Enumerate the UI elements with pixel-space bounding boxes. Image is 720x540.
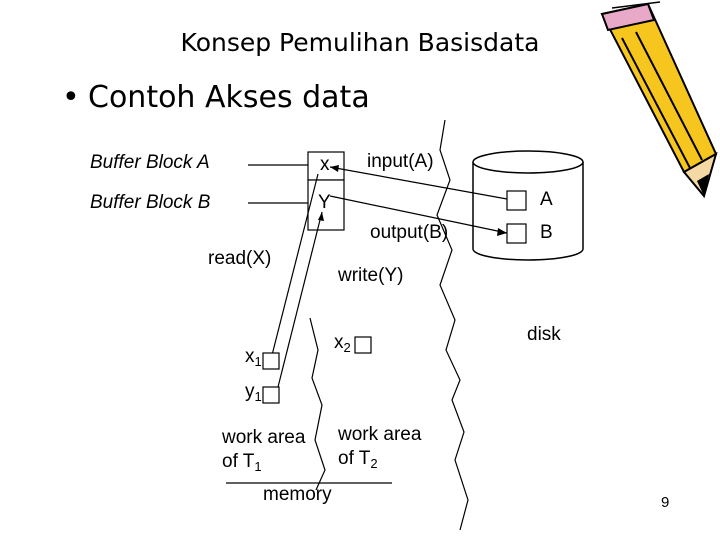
x1-label: x1 (245, 346, 262, 368)
work-area-t2-line2: of T2 (338, 447, 421, 471)
bullet-text: Contoh Akses data (88, 80, 370, 115)
x2-sub: 2 (343, 340, 351, 355)
x2-box (354, 336, 372, 354)
read-arrow (269, 173, 319, 364)
disk-block-b (506, 223, 527, 244)
buffer-block-b-label: Buffer Block B (90, 192, 211, 213)
output-arrow (329, 195, 508, 234)
buffer-cell-b-value: Y (318, 192, 331, 213)
slide-title: Konsep Pemulihan Basisdata (180, 28, 540, 57)
y1-box (262, 386, 280, 404)
disk-memory-separator (436, 119, 469, 531)
read-label: read(X) (208, 248, 272, 269)
disk-label: disk (527, 324, 561, 345)
work-area-t1-line1: work area (222, 427, 306, 448)
y1-label: y1 (245, 381, 262, 403)
buffer-block-a-label: Buffer Block A (90, 152, 210, 173)
bullet-dot: • (62, 80, 80, 115)
work-area-t1: work area of T1 (222, 426, 305, 474)
x1-var: x (245, 346, 255, 367)
write-arrow (275, 211, 323, 396)
disk-block-b-label: B (540, 222, 553, 243)
work-area-t1-line2: of T1 (222, 450, 305, 474)
work-area-separator (309, 317, 326, 491)
input-arrow (329, 166, 508, 200)
page-number: 9 (661, 494, 670, 511)
buffer-cell-a-value: x (320, 154, 330, 175)
work-area-t1-sub: 1 (254, 459, 262, 474)
bullet-item: •Contoh Akses data (62, 80, 370, 115)
work-area-t2-line1: work area (338, 424, 422, 445)
pencil-icon (600, 1, 718, 199)
output-label: output(B) (370, 222, 449, 243)
work-area-t2: work area of T2 (338, 423, 421, 471)
y1-sub: 1 (254, 389, 262, 404)
work-area-t2-of: of T (338, 448, 371, 469)
x1-box (262, 352, 280, 370)
work-area-t1-of: of T (222, 451, 255, 472)
x2-label: x2 (334, 332, 351, 354)
disk-cylinder (472, 150, 584, 261)
memory-label: memory (263, 484, 332, 505)
x1-sub: 1 (254, 354, 262, 369)
work-area-t2-sub: 2 (370, 456, 378, 471)
write-label: write(Y) (338, 265, 404, 286)
y1-var: y (245, 381, 255, 402)
x2-var: x (334, 332, 344, 353)
disk-block-a (506, 190, 527, 211)
input-label: input(A) (367, 151, 434, 172)
disk-block-a-label: A (540, 189, 553, 210)
